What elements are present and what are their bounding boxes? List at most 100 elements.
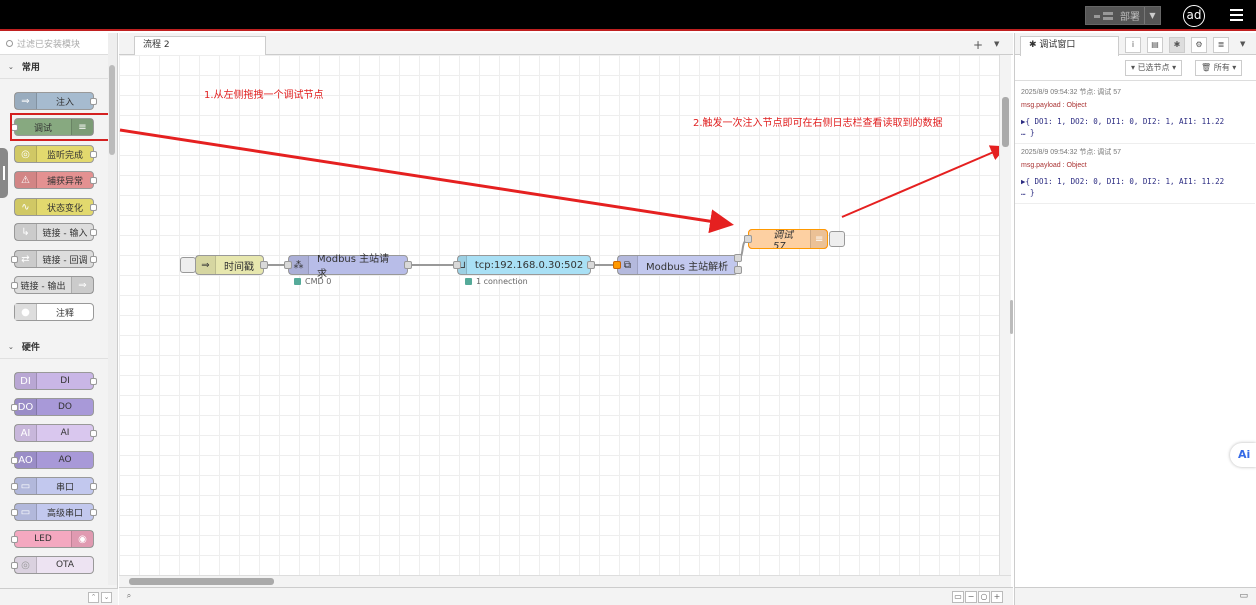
node-label: 注入 <box>55 97 74 108</box>
info-icon[interactable]: i <box>1125 37 1141 53</box>
search-icon[interactable]: ⌕ <box>126 591 132 600</box>
node-label: 调试 57 <box>773 230 793 252</box>
scrollbar-thumb[interactable] <box>109 65 115 155</box>
palette-node-ota[interactable]: ◎ OTA <box>11 556 94 574</box>
sidebar-resize-handle[interactable] <box>1010 300 1013 334</box>
add-flow-icon[interactable]: + <box>973 38 984 52</box>
book-icon[interactable]: ▤ <box>1147 37 1163 53</box>
database-icon[interactable]: ≣ <box>1213 37 1229 53</box>
palette-category-common[interactable]: ⌄ 常用 <box>0 55 117 79</box>
input-port[interactable] <box>284 261 292 269</box>
clear-filter-button[interactable]: 🗑 所有 ▾ <box>1195 60 1243 76</box>
palette-node-link-in[interactable]: ↳ 链接 - 输入 <box>14 223 97 241</box>
modbus-icon: ⁂ <box>289 256 309 274</box>
deploy-dropdown-icon[interactable]: ▼ <box>1144 7 1160 24</box>
palette-scrollbar[interactable] <box>108 33 117 585</box>
flow-node-tcp[interactable]: ⊔ tcp:192.168.0.30:502 <box>457 255 591 275</box>
node-label: Modbus 主站解析 <box>646 261 729 273</box>
palette-node-catch[interactable]: ⚠ 捕获异常 <box>14 171 97 189</box>
output-port[interactable] <box>734 266 742 274</box>
output-port[interactable] <box>260 261 268 269</box>
comment-icon: ● <box>15 304 37 320</box>
user-avatar[interactable]: ad <box>1183 5 1205 27</box>
deploy-button[interactable]: 部署 ▼ <box>1085 6 1161 25</box>
debug-message[interactable]: 2025/8/9 09:54:32 节点: 调试 57 msg.payload … <box>1015 144 1255 204</box>
palette-node-status[interactable]: ∿ 状态变化 <box>14 198 97 216</box>
palette-node-di[interactable]: DI DI <box>14 372 97 390</box>
flow-node-inject[interactable]: ⇒ 时间戳 <box>195 255 264 275</box>
palette-collapse-handle[interactable] <box>0 148 8 198</box>
monitor-icon[interactable]: ▭ <box>1239 591 1248 601</box>
node-label: DO <box>57 402 72 412</box>
output-port[interactable] <box>404 261 412 269</box>
palette-node-comment[interactable]: ● 注释 <box>14 303 94 321</box>
palette-category-hardware[interactable]: ⌄ 硬件 <box>0 335 108 359</box>
zoom-in-icon[interactable]: + <box>991 591 1003 603</box>
palette-node-ao[interactable]: AO AO <box>11 451 94 469</box>
output-port[interactable] <box>587 261 595 269</box>
sidebar-tabs: ✱ 调试窗口 i ▤ ✱ ⚙ ≣ ▼ <box>1015 33 1256 56</box>
node-label: OTA <box>55 560 75 570</box>
bug-icon[interactable]: ✱ <box>1169 37 1185 53</box>
palette-search[interactable]: 过滤已安装模块 <box>0 33 117 55</box>
input-port[interactable] <box>453 261 461 269</box>
output-port <box>90 229 97 236</box>
tab-menu-icon[interactable]: ▼ <box>994 40 1000 48</box>
input-port[interactable] <box>613 261 621 269</box>
scrollbar-thumb[interactable] <box>1002 97 1009 147</box>
collapse-all-icon[interactable]: ⌃ <box>88 592 99 603</box>
palette-node-do[interactable]: DO DO <box>11 398 94 416</box>
palette-search-input[interactable]: 过滤已安装模块 <box>17 40 81 50</box>
palette-node-link-call[interactable]: ⇄ 链接 - 回调 <box>11 250 97 268</box>
palette-node-ai[interactable]: AI AI <box>14 424 97 442</box>
output-port[interactable] <box>734 254 742 262</box>
output-port <box>90 204 97 211</box>
tab-debug[interactable]: ✱ 调试窗口 <box>1020 36 1119 56</box>
scrollbar-thumb[interactable] <box>129 578 274 585</box>
expand-all-icon[interactable]: ⌄ <box>101 592 112 603</box>
palette-node-adv-serial[interactable]: ▭ 高级串口 <box>11 503 97 521</box>
annotation-text-left: 1.从左侧拖拽一个调试节点 <box>204 90 324 101</box>
canvas-scrollbar-h[interactable] <box>119 575 1011 587</box>
debug-message[interactable]: 2025/8/9 09:54:32 节点: 调试 57 msg.payload … <box>1015 84 1255 144</box>
canvas-scrollbar-v[interactable] <box>999 55 1011 575</box>
inject-trigger-button[interactable] <box>180 257 196 273</box>
palette-node-link-out[interactable]: 链接 - 输出 ⇒ <box>11 276 94 294</box>
palette-node-serial[interactable]: ▭ 串口 <box>11 477 97 495</box>
debug-payload[interactable]: ▶{ DO1: 1, DO2: 0, DI1: 0, DI2: 1, AI1: … <box>1021 117 1225 137</box>
chevron-down-icon: ⌄ <box>8 62 14 71</box>
ota-icon: ◎ <box>15 557 37 573</box>
node-label: 链接 - 输出 <box>20 281 66 292</box>
toolbar-divider <box>1015 80 1256 81</box>
debug-toggle-button[interactable] <box>829 231 845 247</box>
input-port <box>11 536 18 543</box>
filter-nodes-button[interactable]: ▾ 已选节点 ▾ <box>1125 60 1183 76</box>
workspace-canvas[interactable] <box>119 55 999 575</box>
debug-payload[interactable]: ▶{ DO1: 1, DO2: 0, DI1: 0, DI2: 1, AI1: … <box>1021 177 1225 197</box>
tab-flow-2[interactable]: 流程 2 <box>134 36 266 56</box>
node-label: LED <box>34 534 52 544</box>
ai-assistant-icon[interactable]: Ai <box>1230 443 1256 467</box>
flow-node-modbus-parse[interactable]: ⧉ Modbus 主站解析 <box>617 255 738 275</box>
navigator-icon[interactable]: ▭ <box>952 591 964 603</box>
palette-node-complete[interactable]: ◎ 监听完成 <box>14 145 97 163</box>
node-label: DI <box>60 376 70 386</box>
deploy-icon <box>1094 11 1114 21</box>
selection-outline <box>748 229 828 249</box>
node-label: 监听完成 <box>46 150 83 161</box>
palette-node-inject[interactable]: ⇒ 注入 <box>14 92 97 110</box>
sidebar-menu-icon[interactable]: ▼ <box>1240 40 1246 48</box>
flow-node-modbus-request[interactable]: ⁂ Modbus 主站请求 <box>288 254 408 280</box>
input-port[interactable] <box>744 235 752 243</box>
serial-icon: ▭ <box>15 504 37 520</box>
palette-node-led[interactable]: LED ◉ <box>11 530 94 548</box>
header-bar: 部署 ▼ ad <box>0 0 1256 31</box>
zoom-out-icon[interactable]: − <box>965 591 977 603</box>
zoom-reset-icon[interactable]: ○ <box>978 591 990 603</box>
node-label: AO <box>58 455 72 465</box>
main-menu-icon[interactable] <box>1230 9 1243 21</box>
node-label: 注释 <box>55 308 74 319</box>
gear-icon[interactable]: ⚙ <box>1191 37 1207 53</box>
inject-icon: ⇒ <box>15 93 37 109</box>
output-port <box>90 151 97 158</box>
